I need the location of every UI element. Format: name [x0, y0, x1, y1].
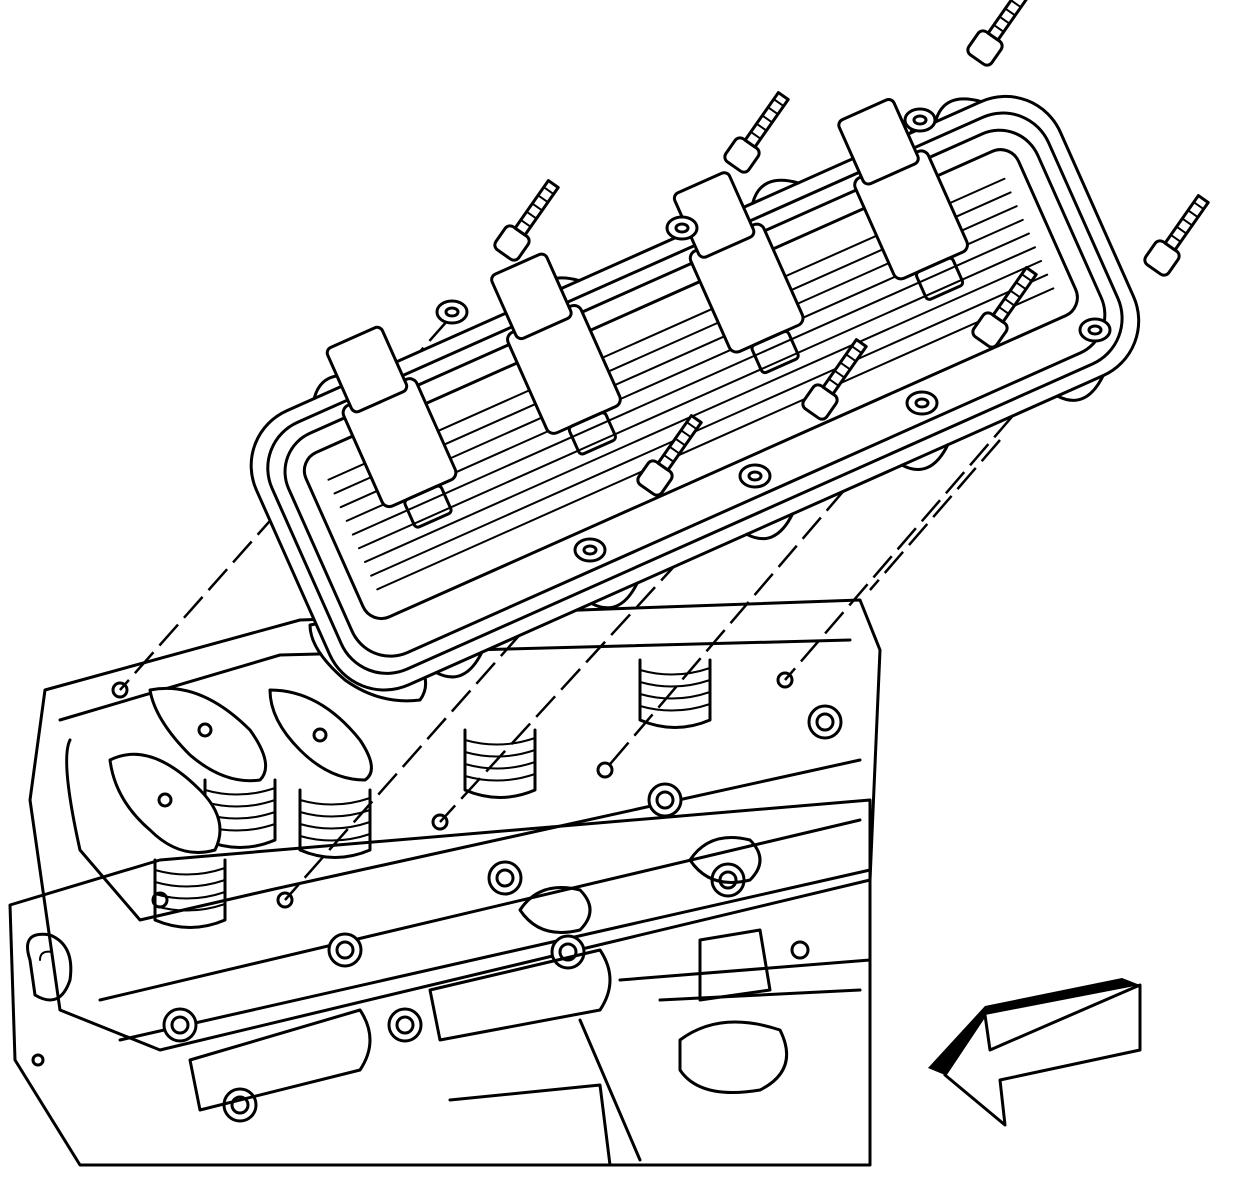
stud-nut — [327, 932, 363, 968]
stud-nut — [387, 1007, 423, 1043]
valve-cover-washer — [903, 107, 937, 133]
valve-cover-bolt — [966, 0, 1033, 67]
valve-spring — [153, 858, 227, 929]
stud-nut — [222, 1087, 258, 1123]
valve-cover-washer — [435, 299, 469, 325]
valve-cover-washers — [435, 107, 1112, 563]
valve-cover-bolt — [1143, 194, 1210, 277]
valve-spring — [298, 788, 372, 859]
stud-nut — [807, 704, 843, 740]
valve-cover-bolt — [493, 179, 560, 262]
ignition-coil — [325, 325, 458, 529]
engine-block — [8, 798, 872, 1167]
valve-cover-bolts — [493, 0, 1210, 277]
valve-cover-washer — [573, 537, 607, 563]
rocker-arm — [268, 688, 373, 782]
valve-cover-bolt — [723, 91, 790, 174]
valve-cover-washer — [1078, 317, 1112, 343]
valve-springs — [153, 658, 712, 929]
stud-nut — [487, 860, 523, 896]
rocker-arm — [108, 752, 222, 854]
valve-cover-bolts-lower — [636, 266, 1038, 497]
valve-cover-washer — [738, 463, 772, 489]
front-arrow-icon — [928, 978, 1142, 1127]
valve-cover-washer — [665, 215, 699, 241]
ignition-coil — [490, 252, 622, 456]
ignition-coil — [837, 98, 969, 301]
valve-cover-bolt — [801, 338, 868, 421]
valve-cover-bolt — [636, 414, 703, 497]
stud-nut — [647, 782, 683, 818]
exhaust-manifold-studs — [162, 704, 843, 1123]
stud-nut — [550, 934, 586, 970]
valve-spring — [463, 728, 537, 799]
valve-cover — [249, 94, 1141, 692]
stud-nut — [162, 1007, 198, 1043]
valve-cover-bolt — [971, 266, 1038, 349]
valve-cover-washer — [905, 390, 939, 416]
